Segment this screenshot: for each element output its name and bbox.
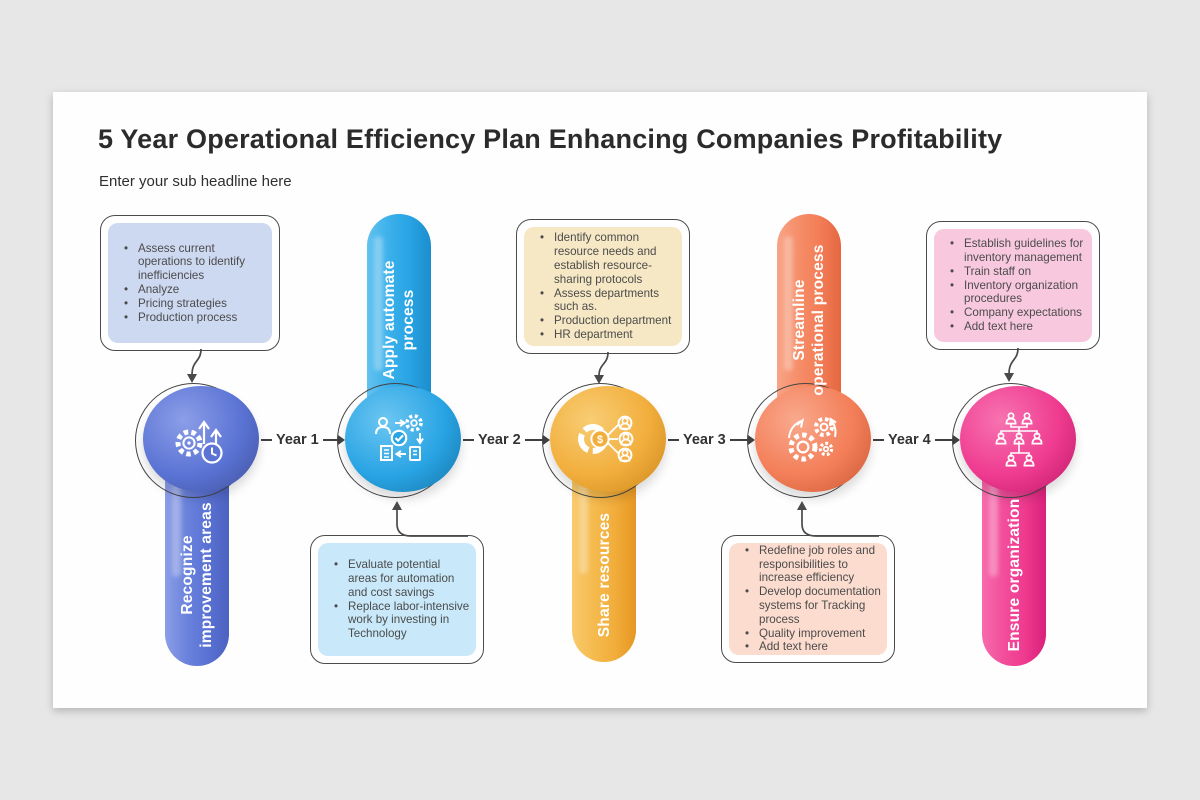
year-2-label: Year 2 <box>478 432 521 448</box>
connector-line <box>668 439 679 441</box>
bullet-item: Quality improvement <box>743 627 881 641</box>
svg-text:$: $ <box>597 434 603 446</box>
year-1-connector: Year 1 <box>261 429 346 451</box>
efficiency-gear-arrows-clock-icon <box>175 420 223 464</box>
step-5-pill-label: Ensure organization <box>1005 498 1023 652</box>
bullet-item: Assess current operations to identify in… <box>122 242 266 283</box>
streamline-gears-icon <box>788 417 837 462</box>
bullet-item: Production process <box>122 311 266 325</box>
bullet-item: Train staff on <box>948 265 1086 279</box>
automation-workflow-icon <box>375 414 424 461</box>
bullet-item: Redefine job roles and responsibilities … <box>743 544 881 585</box>
bullet-item: Identify common resource needs and estab… <box>538 231 676 286</box>
step-3-bullet-list: Identify common resource needs and estab… <box>524 231 682 341</box>
bullet-item: Establish guidelines for inventory manag… <box>948 237 1086 265</box>
step-3-pill-label: Share resources <box>595 512 613 638</box>
step-3-callout: Identify common resource needs and estab… <box>516 219 690 354</box>
step-1-callout: Assess current operations to identify in… <box>100 215 280 351</box>
bullet-item: Develop documentation systems for Tracki… <box>743 585 881 626</box>
bullet-item: HR department <box>538 328 676 342</box>
bullet-item: Add text here <box>743 640 881 654</box>
year-2-connector: Year 2 <box>463 429 551 451</box>
arrow-right-icon <box>729 435 756 445</box>
step-4-bullet-list: Redefine job roles and responsibilities … <box>729 544 887 654</box>
step-4-callout: Redefine job roles and responsibilities … <box>721 535 895 663</box>
shared-resources-icon: $ <box>578 415 634 463</box>
step-3-circle: $ <box>550 386 666 492</box>
bullet-item: Inventory organization procedures <box>948 279 1086 307</box>
arrow-right-icon <box>524 435 551 445</box>
bullet-item: Production department <box>538 314 676 328</box>
bullet-item: Evaluate potential areas for automation … <box>332 558 470 599</box>
arrow-right-icon <box>934 435 961 445</box>
step-1-circle <box>143 386 259 492</box>
org-chart-icon <box>995 412 1043 467</box>
step-2-bullet-list: Evaluate potential areas for automation … <box>318 558 476 641</box>
step-2-circle <box>345 386 461 492</box>
step-5-callout: Establish guidelines for inventory manag… <box>926 221 1100 350</box>
bullet-item: Add text here <box>948 320 1086 334</box>
connector-line <box>873 439 884 441</box>
page-title: 5 Year Operational Efficiency Plan Enhan… <box>98 124 1003 154</box>
bullet-item: Assess departments such as. <box>538 287 676 315</box>
bullet-item: Analyze <box>122 283 266 297</box>
year-3-label: Year 3 <box>683 432 726 448</box>
step-4-circle <box>755 386 871 492</box>
arrow-right-icon <box>322 435 346 445</box>
page-subtitle: Enter your sub headline here <box>99 173 292 190</box>
bullet-item: Replace labor-intensive work by investin… <box>332 600 470 641</box>
year-4-label: Year 4 <box>888 432 931 448</box>
step-5-bullet-list: Establish guidelines for inventory manag… <box>934 237 1092 334</box>
connector-line <box>261 439 272 441</box>
step-2-callout: Evaluate potential areas for automation … <box>310 535 484 664</box>
step-1-bullet-list: Assess current operations to identify in… <box>108 242 272 325</box>
bullet-item: Company expectations <box>948 306 1086 320</box>
year-3-connector: Year 3 <box>668 429 756 451</box>
year-4-connector: Year 4 <box>873 429 961 451</box>
bullet-item: Pricing strategies <box>122 297 266 311</box>
step-5-circle <box>960 386 1076 492</box>
connector-line <box>463 439 474 441</box>
year-1-label: Year 1 <box>276 432 319 448</box>
